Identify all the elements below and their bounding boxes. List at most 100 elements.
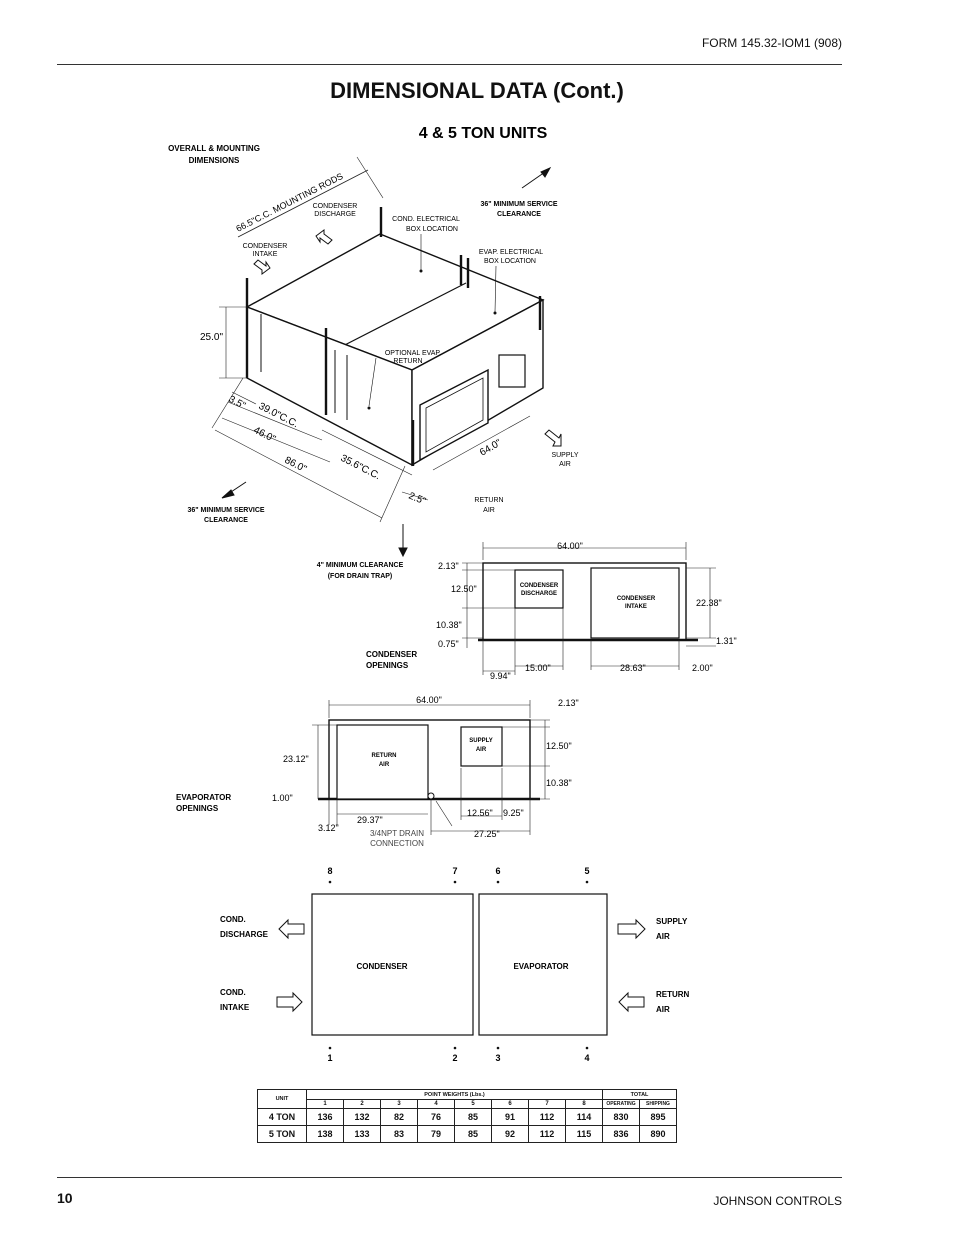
iso-return-1: RETURN [474,497,503,504]
condenser-label: CONDENSER [356,962,407,971]
table-col-7: 7 [528,1099,566,1109]
iso-dim-64: 64.0" [478,437,504,458]
iso-dim-25: 25.0" [200,332,223,343]
cond-open-label-2: OPENINGS [366,661,409,670]
iso-evap-elec-1: EVAP. ELECTRICAL [479,249,543,256]
cond-discharge-arrow [278,918,305,940]
evap-d-23-12: 23.12" [283,754,309,764]
evap-d-12-50: 12.50" [546,741,572,751]
evap-supply-1: SUPPLY [469,738,492,744]
iso-cond-intake-1: CONDENSER [243,243,288,250]
overall-label-2: DIMENSIONS [189,156,240,165]
point-8: 8 [327,866,332,876]
header-rule [57,64,842,65]
evap-d-9-25: 9.25" [503,808,524,818]
cond-d-22-38: 22.38" [696,598,722,608]
cond-d-2-13: 2.13" [438,561,459,571]
iso-cond-discharge-2: DISCHARGE [314,211,356,218]
cond-d-9-94: 9.94" [490,671,511,681]
cond-d-0-75: 0.75" [438,639,459,649]
iso-service-top-2: CLEARANCE [497,211,541,218]
evap-d-27-25: 27.25" [474,829,500,839]
iso-supply-2: AIR [559,461,571,468]
condenser-openings-drawing: CONDENSER OPENINGS CONDENSER DISCHARGE C… [366,541,737,681]
table-operating-header: OPERATING [602,1099,640,1109]
cond-d-1-31: 1.31" [716,636,737,646]
iso-opt-return-1: OPTIONAL EVAP. [385,350,441,357]
evap-d-12-56: 12.56" [467,808,493,818]
pt-return-1: RETURN [656,990,690,999]
cond-d-28-63: 28.63" [620,663,646,673]
iso-opt-return-2: RETURN [393,358,422,365]
point-4: 4 [584,1053,589,1063]
table-col-5: 5 [454,1099,492,1109]
iso-cond-elec-2: BOX LOCATION [406,226,458,233]
evap-supply-2: AIR [476,747,487,753]
evaporator-label: EVAPORATOR [513,962,568,971]
evap-open-label-1: EVAPORATOR [176,793,231,802]
iso-supply-1: SUPPLY [551,452,578,459]
iso-dim-3-5: 3.5" [227,394,248,412]
iso-service-bot-2: CLEARANCE [204,517,248,524]
evap-drain-2: CONNECTION [370,839,424,848]
evaporator-openings-drawing: EVAPORATOR OPENINGS RETURN AIR SUPPLY AI… [176,695,579,848]
iso-cond-discharge-1: CONDENSER [313,203,358,210]
table-col-6: 6 [491,1099,529,1109]
cond-d-12-50: 12.50" [451,584,477,594]
cond-open-label-1: CONDENSER [366,650,417,659]
point-weights-table: UNIT POINT WEIGHTS (Lbs.) TOTAL 1 2 3 4 … [257,1089,677,1143]
point-5: 5 [584,866,589,876]
evap-drain-1: 3/4NPT DRAIN [370,829,424,838]
cond-intake-arrow [276,991,303,1013]
evap-return-2: AIR [379,762,390,768]
cond-discharge-2: DISCHARGE [521,591,557,597]
table-total-header: TOTAL [602,1089,677,1100]
iso-dim-2-5: 2.5" [407,491,428,508]
return-arrow [618,991,645,1013]
page-title: DIMENSIONAL DATA (Cont.) [330,78,624,103]
table-col-1: 1 [306,1099,344,1109]
point-1: 1 [327,1053,332,1063]
evap-d-1-00: 1.00" [272,793,293,803]
footer-rule [57,1177,842,1178]
condenser-box [311,893,474,1036]
point-load-diagram: CONDENSER EVAPORATOR COND. DISCHARGE CON… [220,866,690,1063]
pt-supply-1: SUPPLY [656,917,688,926]
cond-intake-2: INTAKE [625,604,647,610]
table-col-8: 8 [565,1099,603,1109]
iso-drain-1: 4" MINIMUM CLEARANCE [317,562,404,569]
table-shipping-header: SHIPPING [639,1099,677,1109]
iso-service-bot-1: 36" MINIMUM SERVICE [187,507,264,514]
cond-d-10-38: 10.38" [436,620,462,630]
iso-cond-intake-2: INTAKE [253,251,278,258]
point-7: 7 [452,866,457,876]
supply-arrow [617,918,646,940]
cond-discharge-1: CONDENSER [520,583,559,589]
evap-return-1: RETURN [372,753,397,759]
point-2: 2 [452,1053,457,1063]
cond-d-2-00: 2.00" [692,663,713,673]
iso-dim-39: 39.0"C.C. [257,401,300,430]
evap-d-29-37: 29.37" [357,815,383,825]
pt-supply-2: AIR [656,932,670,941]
pt-cond-intake-2: INTAKE [220,1003,250,1012]
brand-name: JOHNSON CONTROLS [713,1194,842,1208]
evap-d-10-38: 10.38" [546,778,572,788]
table-col-3: 3 [380,1099,418,1109]
pt-cond-intake-1: COND. [220,988,246,997]
overall-label-1: OVERALL & MOUNTING [168,144,260,153]
evaporator-box [478,893,608,1036]
iso-service-top-1: 36" MINIMUM SERVICE [480,201,557,208]
pt-cond-discharge-2: DISCHARGE [220,930,269,939]
table-unit-header: UNIT [257,1089,307,1109]
cond-intake-1: CONDENSER [617,596,656,602]
evap-open-label-2: OPENINGS [176,804,219,813]
table-col-4: 4 [417,1099,455,1109]
pt-cond-discharge-1: COND. [220,915,246,924]
iso-evap-elec-2: BOX LOCATION [484,258,536,265]
cond-d-15-00: 15.00" [525,663,551,673]
evap-width: 64.00" [416,695,442,705]
isometric-drawing: 4 & 5 TON UNITS OVERALL & MOUNTING DIMEN… [168,125,579,580]
